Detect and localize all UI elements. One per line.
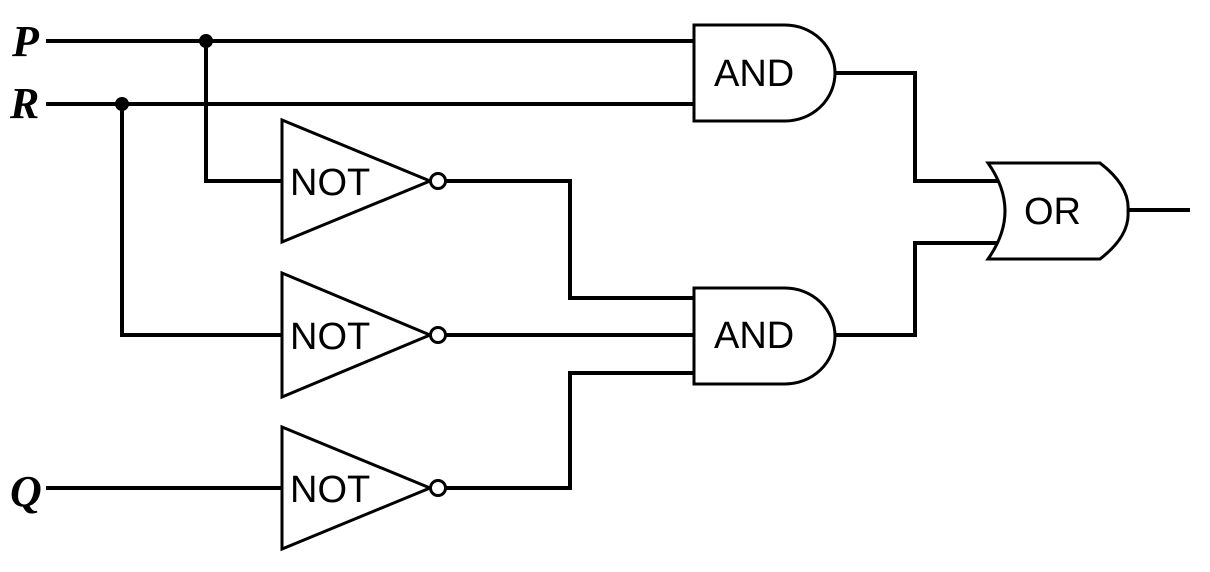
not-gate-top-label: NOT: [290, 162, 370, 204]
wires: [46, 39, 1190, 490]
not-gate-top: NOT: [280, 117, 447, 245]
and-gate-top-label: AND: [714, 53, 794, 95]
not-gate-bottom-shape: [280, 424, 434, 552]
wire-not-bottom-to-and-bottom: [445, 371, 696, 490]
wire-r-to-not-middle: [120, 102, 284, 337]
and-gate-bottom-label: AND: [714, 315, 794, 357]
wire-and-top-to-or: [833, 71, 1002, 183]
junction-dot-p: [199, 34, 213, 48]
input-label-q: Q: [10, 467, 42, 516]
or-gate-label: OR: [1024, 191, 1081, 233]
input-label-r: R: [9, 79, 39, 128]
not-gate-middle-label: NOT: [290, 316, 370, 358]
not-gate-middle-shape: [280, 270, 434, 400]
not-gate-bottom-bubble: [429, 479, 447, 497]
wire-and-bottom-to-or: [833, 241, 1002, 337]
not-gate-bottom-label: NOT: [290, 469, 370, 511]
and-gate-bottom: AND: [692, 286, 837, 386]
or-gate-shape: [985, 161, 1130, 261]
junction-dot-r: [115, 97, 129, 111]
not-gate-top-shape: [280, 117, 434, 245]
not-gate-bottom: NOT: [280, 424, 447, 552]
or-gate: OR: [985, 161, 1130, 261]
not-gate-top-bubble: [429, 172, 447, 190]
and-gate-top: AND: [692, 23, 837, 123]
wire-not-top-to-and-bottom: [445, 179, 696, 300]
wire-p-to-not-top: [204, 39, 284, 183]
and-gate-top-shape: [692, 23, 837, 123]
input-label-p: P: [11, 17, 40, 66]
not-gate-middle: NOT: [280, 270, 447, 400]
and-gate-bottom-shape: [692, 286, 837, 386]
not-gate-middle-bubble: [429, 326, 447, 344]
